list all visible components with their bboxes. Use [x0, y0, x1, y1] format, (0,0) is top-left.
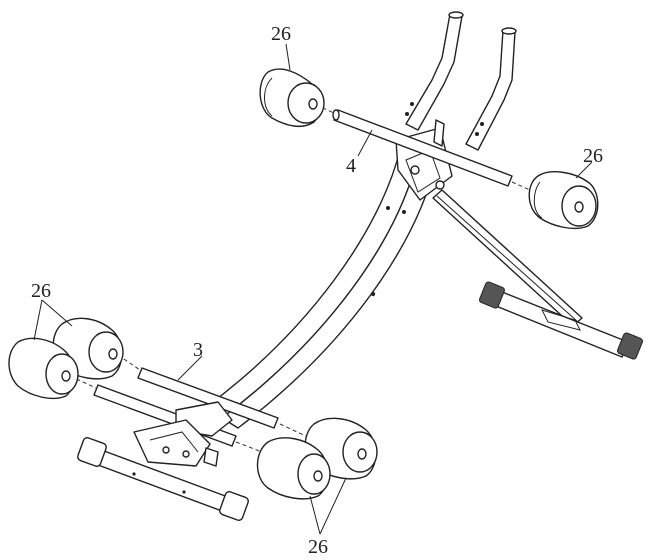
label-upper-axle: 4	[346, 155, 356, 177]
label-roller-top-left: 26	[271, 23, 291, 45]
label-roller-top-right: 26	[583, 145, 603, 167]
leader-lines	[33, 43, 593, 535]
upper-axle	[315, 104, 531, 191]
rear-support-leg	[432, 189, 583, 327]
roller-bottom-right-front	[256, 437, 331, 500]
right-handle	[465, 27, 517, 151]
lower-bracket	[133, 401, 233, 467]
label-roller-bottom-right: 26	[308, 536, 328, 558]
rear-foot-tube	[479, 281, 643, 360]
roller-top-right	[528, 171, 599, 230]
label-roller-bottom-left: 26	[31, 280, 51, 302]
left-handle	[405, 11, 464, 131]
front-foot-tube	[77, 437, 249, 521]
roller-bottom-left-front	[8, 337, 79, 400]
roller-top-left	[259, 68, 325, 128]
label-lower-axle: 3	[193, 339, 203, 361]
curved-main-frame	[204, 149, 437, 429]
